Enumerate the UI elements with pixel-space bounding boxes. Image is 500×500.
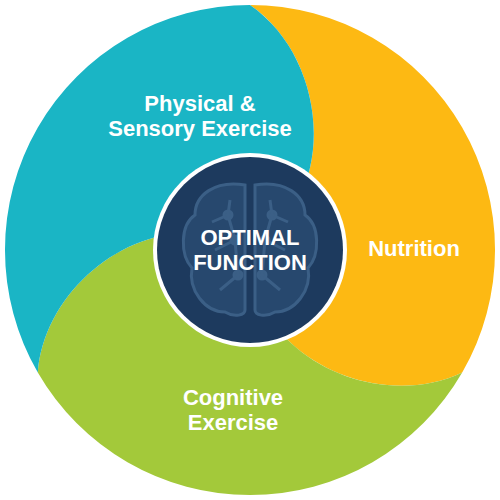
physical-segment [0,0,368,373]
segment-label-box: Cognitive Exercise [158,385,308,436]
segment-label: Cognitive Exercise [158,385,308,436]
segment-label: Nutrition [368,236,460,261]
center-circle [157,157,343,343]
segment-label: Physical & Sensory Exercise [100,91,300,142]
segment-label-box: Physical & Sensory Exercise [100,91,300,142]
center-ring [153,153,347,347]
segment-label-box: Nutrition [349,236,479,261]
segment-label: OPTIMAL FUNCTION [175,225,325,276]
center-circle-box: OPTIMAL FUNCTION [175,225,325,276]
